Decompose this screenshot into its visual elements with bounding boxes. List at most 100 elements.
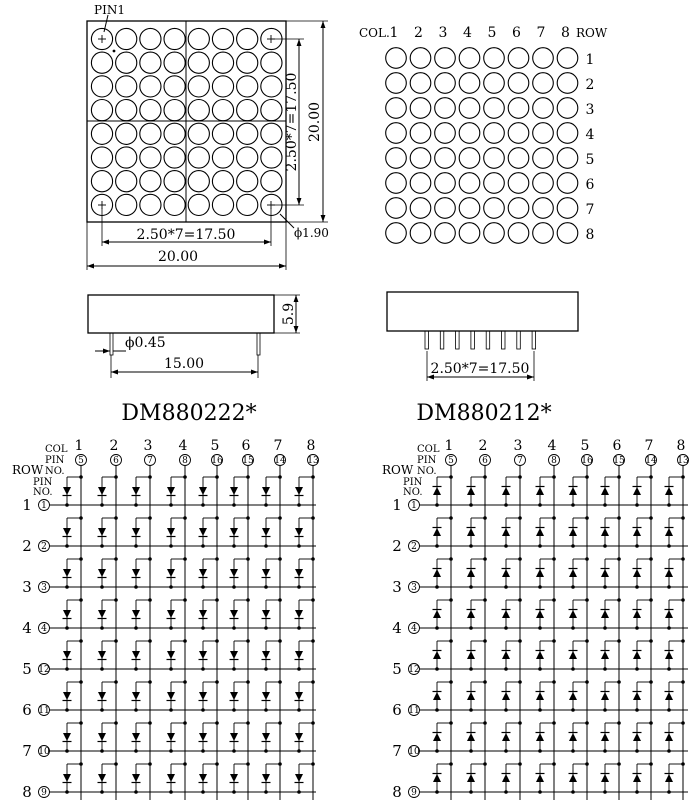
- led-diode: [199, 692, 207, 700]
- junction-dot: [297, 503, 301, 507]
- col-header: COL: [417, 444, 440, 455]
- junction-dot: [667, 585, 671, 589]
- pitch-vertical-label: 2.50*7=17.50: [284, 73, 300, 172]
- led-circle: [163, 193, 186, 217]
- led-circle: [483, 97, 505, 119]
- junction-dot: [297, 626, 301, 630]
- led-circle: [483, 197, 505, 219]
- column-number: 7: [645, 438, 654, 454]
- row-pin-number: 4: [41, 624, 47, 634]
- row-pin-number: 9: [411, 788, 417, 798]
- led-diode: [98, 651, 106, 659]
- grid-column-number: 4: [463, 25, 472, 41]
- junction-dot: [449, 762, 453, 766]
- junction-dot: [435, 667, 439, 671]
- led-circle: [507, 147, 530, 169]
- junction-dot: [538, 585, 542, 589]
- junction-dot: [449, 516, 453, 520]
- junction-dot: [215, 557, 219, 561]
- junction-dot: [100, 667, 104, 671]
- pin-header: PIN: [45, 455, 65, 466]
- led-circle: [434, 147, 456, 169]
- pin1-dot: [112, 49, 116, 53]
- junction-dot: [585, 762, 589, 766]
- junction-dot: [681, 639, 685, 643]
- junction-dot: [79, 598, 83, 602]
- led-circle: [115, 193, 138, 217]
- row-pin-number: 1: [411, 501, 417, 511]
- junction-dot: [79, 557, 83, 561]
- led-diode: [98, 610, 106, 618]
- led-diode: [167, 610, 175, 618]
- led-circle: [211, 27, 235, 51]
- junction-dot: [435, 503, 439, 507]
- column-pin-number: 13: [677, 456, 689, 466]
- led-circle: [385, 47, 407, 69]
- junction-dot: [169, 749, 173, 753]
- junction-dot: [585, 475, 589, 479]
- led-diode: [98, 569, 106, 577]
- led-circle: [187, 193, 210, 217]
- junction-dot: [585, 516, 589, 520]
- led-circle: [139, 75, 162, 98]
- junction-dot: [215, 475, 219, 479]
- junction-dot: [100, 708, 104, 712]
- led-diode: [295, 487, 303, 495]
- row-number: 5: [392, 660, 402, 678]
- row-pin-header: PIN: [403, 477, 423, 488]
- led-diode: [433, 651, 441, 659]
- pitch-horizontal-label: 2.50*7=17.50: [137, 227, 236, 243]
- junction-dot: [571, 790, 575, 794]
- led-circle: [556, 47, 579, 69]
- junction-dot: [435, 749, 439, 753]
- junction-dot: [264, 585, 268, 589]
- led-diode: [502, 528, 510, 536]
- junction-dot: [114, 721, 118, 725]
- row-number: 5: [22, 660, 32, 678]
- led-diode: [665, 774, 673, 782]
- junction-dot: [504, 585, 508, 589]
- junction-dot: [483, 762, 487, 766]
- row-no-header: NO.: [33, 487, 53, 498]
- junction-dot: [469, 790, 473, 794]
- junction-dot: [681, 557, 685, 561]
- junction-dot: [552, 598, 556, 602]
- led-diode: [199, 487, 207, 495]
- junction-dot: [585, 598, 589, 602]
- led-circle: [434, 72, 456, 94]
- junction-dot: [585, 680, 589, 684]
- led-diode: [295, 610, 303, 618]
- led-diode: [262, 733, 270, 741]
- led-circle: [211, 75, 235, 98]
- junction-dot: [148, 475, 152, 479]
- junction-dot: [100, 626, 104, 630]
- junction-dot: [264, 626, 268, 630]
- junction-dot: [215, 721, 219, 725]
- column-number: 3: [514, 438, 523, 454]
- led-circle: [115, 146, 138, 169]
- junction-dot: [148, 680, 152, 684]
- led-diode: [633, 569, 641, 577]
- led-circle: [260, 51, 283, 74]
- led-circle: [236, 122, 259, 145]
- junction-dot: [681, 598, 685, 602]
- width-label: 20.00: [158, 249, 198, 265]
- led-diode: [502, 774, 510, 782]
- led-circle: [556, 147, 579, 169]
- junction-dot: [232, 667, 236, 671]
- junction-dot: [297, 585, 301, 589]
- junction-dot: [169, 503, 173, 507]
- led-circle: [458, 47, 481, 69]
- column-number: 6: [613, 438, 622, 454]
- column-pin-circle: [677, 454, 689, 466]
- led-diode: [98, 692, 106, 700]
- junction-dot: [667, 667, 671, 671]
- pin-stub: [256, 332, 261, 356]
- led-diode: [295, 651, 303, 659]
- junction-dot: [617, 598, 621, 602]
- junction-dot: [518, 639, 522, 643]
- junction-dot: [79, 516, 83, 520]
- column-number: 2: [479, 438, 488, 454]
- junction-dot: [100, 503, 104, 507]
- led-diode: [536, 651, 544, 659]
